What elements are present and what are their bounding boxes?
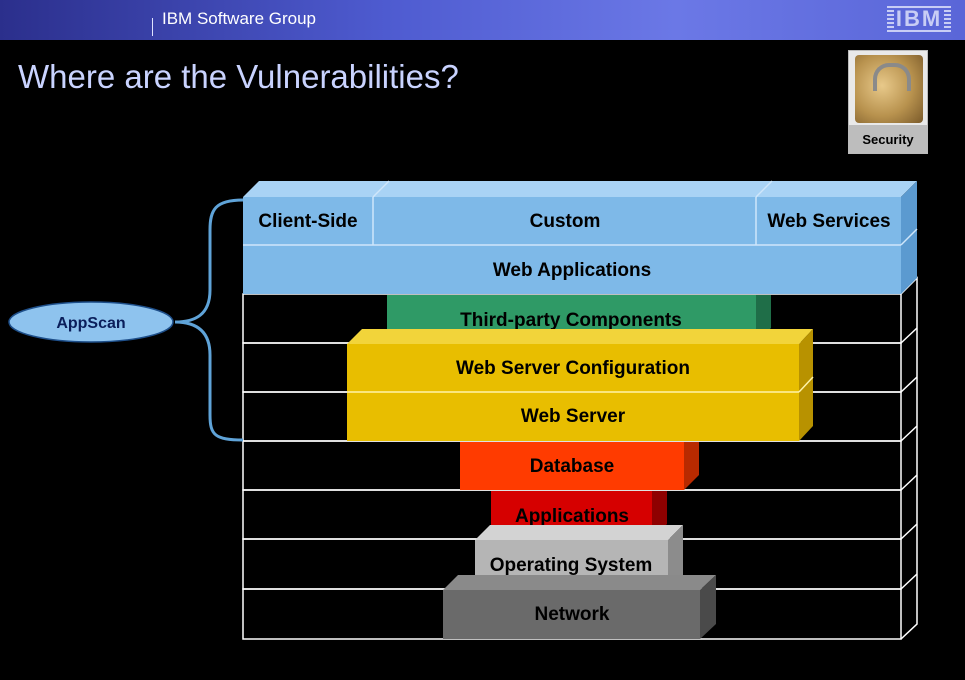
security-badge: Security [848,50,928,154]
appscan-ellipse [8,301,174,343]
applications-label: Applications [515,506,629,527]
header-separator [152,18,153,36]
network-label: Network [535,604,610,625]
third-party-components-label: Third-party Components [460,310,682,331]
header-group-label: IBM Software Group [162,9,317,28]
page-title: Where are the Vulnerabilities? [18,58,459,95]
web-services-label: Web Services [767,211,890,232]
security-label: Security [849,125,927,153]
database-block [460,442,699,490]
web-server-block [347,329,814,441]
operating-system-label: Operating System [490,555,653,576]
header-bar: IBM Software Group IBM [0,0,965,40]
database-label: Database [530,456,615,477]
network-block [443,575,716,639]
web-applications-label: Web Applications [493,260,651,281]
appscan-label: AppScan [56,315,125,332]
web-applications-block [243,180,918,294]
ibm-logo: IBM [887,6,951,32]
web-server-config-label: Web Server Configuration [456,358,690,379]
client-side-label: Client-Side [258,211,357,232]
custom-label: Custom [530,211,601,232]
padlock-icon [855,55,923,123]
web-server-label: Web Server [521,406,626,427]
appscan-brace [174,198,244,442]
